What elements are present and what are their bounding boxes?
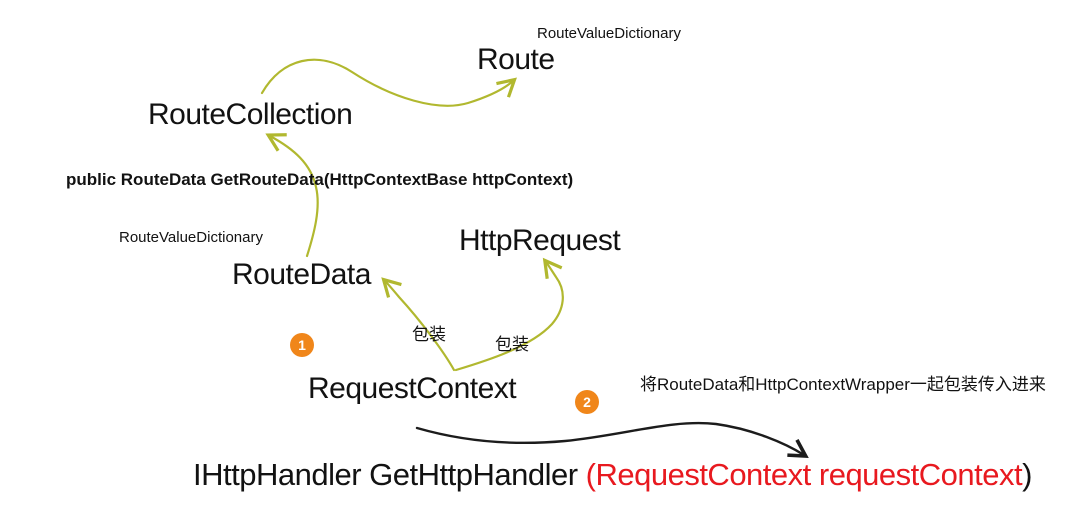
- label-route-data: RouteData: [232, 258, 371, 291]
- arrow-requestcontext-to-gethttphandler: [415, 421, 809, 459]
- step-badge-1: 1: [290, 333, 314, 357]
- gethttphandler-suffix: ): [1022, 457, 1032, 492]
- gethttphandler-prefix: IHttpHandler GetHttpHandler: [193, 457, 586, 492]
- step-badge-2: 2: [575, 390, 599, 414]
- label-wrap-left: 包装: [412, 325, 446, 344]
- label-route: Route: [477, 43, 555, 76]
- gethttphandler-highlighted-param: (RequestContext requestContext: [585, 457, 1023, 492]
- label-http-request: HttpRequest: [459, 224, 621, 257]
- label-wrap-right: 包装: [495, 335, 529, 354]
- label-request-context: RequestContext: [308, 372, 517, 405]
- label-gethttphandler-signature: IHttpHandler GetHttpHandler (RequestCont…: [193, 457, 1032, 493]
- arrow-routedata-to-routecollection: [265, 133, 319, 258]
- label-route-collection: RouteCollection: [148, 98, 353, 131]
- label-route-value-dictionary-top: RouteValueDictionary: [537, 25, 681, 42]
- label-wrap-annotation: 将RouteData和HttpContextWrapper一起包装传入进来: [640, 375, 1046, 394]
- label-route-value-dictionary-mid: RouteValueDictionary: [119, 229, 263, 246]
- label-getroutedata-signature: public RouteData GetRouteData(HttpContex…: [66, 170, 574, 189]
